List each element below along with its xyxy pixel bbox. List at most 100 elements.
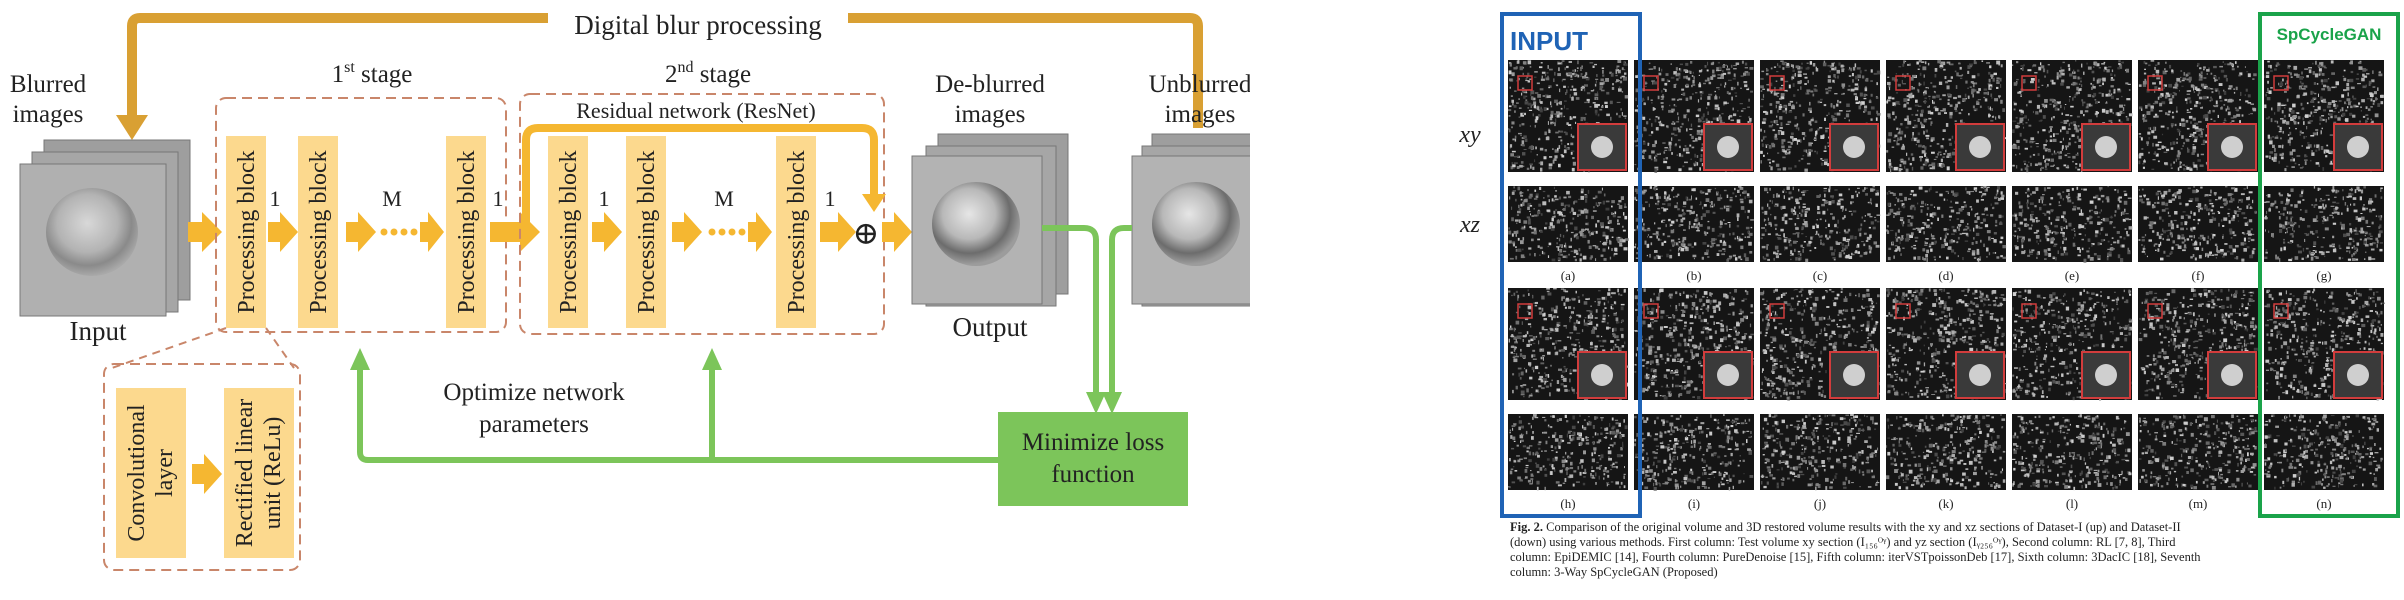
- tile-texture: [1788, 63, 1791, 68]
- tile-texture: [2037, 131, 2039, 134]
- tile-texture: [2110, 77, 2113, 81]
- tile-texture: [1710, 76, 1714, 80]
- tile-texture: [1599, 241, 1602, 243]
- tile-texture: [2029, 253, 2033, 255]
- tile-texture: [1988, 78, 1991, 83]
- tile-texture: [2047, 228, 2050, 230]
- tile-texture: [1912, 193, 1917, 197]
- tile-texture: [1729, 205, 1732, 208]
- tile-texture: [1925, 158, 1929, 163]
- tile-texture: [1663, 151, 1666, 154]
- tile-texture: [1949, 104, 1953, 107]
- tile-texture: [1951, 225, 1955, 229]
- tile-texture: [1595, 80, 1597, 84]
- tile-texture: [2193, 164, 2198, 168]
- tile-texture: [1691, 188, 1696, 192]
- tile-texture: [1804, 83, 1807, 85]
- tile-texture: [1617, 222, 1620, 225]
- tile-texture: [1776, 193, 1779, 197]
- tile-texture: [1523, 225, 1526, 228]
- tile-texture: [1776, 71, 1779, 73]
- tile-texture: [2285, 104, 2287, 106]
- tile-texture: [2204, 114, 2209, 118]
- tile-texture: [1581, 232, 1584, 237]
- tile-texture: [1724, 223, 1728, 225]
- tile-texture: [1520, 203, 1523, 207]
- tile-texture: [1930, 203, 1933, 207]
- tile-texture: [1922, 222, 1925, 224]
- tile-texture: [2062, 137, 2064, 141]
- tile-texture: [2170, 226, 2175, 230]
- tile-texture: [1599, 108, 1603, 111]
- tile-texture: [1660, 98, 1664, 100]
- tile-texture: [1603, 193, 1606, 197]
- tile-texture: [2307, 144, 2312, 148]
- tile-texture: [1802, 203, 1806, 205]
- tile-texture: [1895, 101, 1900, 105]
- tile-texture: [2330, 60, 2334, 64]
- tile-texture: [1562, 78, 1566, 81]
- tile-texture: [1647, 142, 1650, 146]
- tile-texture: [1828, 136, 1830, 139]
- tile-texture: [2074, 125, 2078, 129]
- tile-texture: [1824, 145, 1827, 150]
- tile-texture: [1790, 142, 1793, 145]
- tile-texture: [2067, 153, 2071, 154]
- tile-texture: [2015, 191, 2019, 195]
- tile-texture: [2334, 115, 2338, 119]
- tile-texture: [2208, 212, 2210, 216]
- tile-texture: [1997, 197, 2001, 201]
- tile-texture: [1991, 108, 1993, 111]
- tile-texture: [1999, 240, 2003, 244]
- tile-texture: [1537, 213, 1539, 217]
- tile-texture: [1585, 198, 1588, 203]
- tile-texture: [2080, 209, 2082, 214]
- tile-texture: [1944, 112, 1947, 114]
- tile-texture: [1569, 211, 1571, 214]
- tile-texture: [1802, 247, 1805, 249]
- tile-texture: [2078, 196, 2080, 199]
- tile-texture: [2318, 164, 2320, 167]
- tile-texture: [1617, 219, 1619, 223]
- tile-texture: [1697, 119, 1702, 123]
- tile-texture: [2144, 252, 2146, 255]
- tile-texture: [1915, 240, 1918, 242]
- tile-texture: [2164, 146, 2167, 149]
- tile-texture: [1892, 102, 1896, 106]
- tile-texture: [1800, 139, 1802, 143]
- tile-texture: [1677, 116, 1680, 121]
- tile-texture: [2211, 216, 2214, 221]
- tile-texture: [2017, 240, 2019, 242]
- tile-texture: [2358, 120, 2361, 123]
- tile-texture: [2227, 111, 2231, 116]
- tile-texture: [1602, 200, 1605, 205]
- tile-texture: [1533, 197, 1538, 200]
- tile-texture: [1804, 223, 1809, 228]
- tile-texture: [1770, 67, 1773, 70]
- tile-texture: [1569, 116, 1572, 120]
- tile-texture: [2044, 164, 2047, 168]
- tile-texture: [2036, 146, 2039, 148]
- tile-texture: [1603, 258, 1607, 261]
- tile-texture: [1520, 161, 1524, 164]
- tile-texture: [1541, 250, 1544, 255]
- tile-texture: [1783, 195, 1785, 199]
- tile-texture: [1945, 232, 1948, 236]
- tile-texture: [2208, 199, 2212, 202]
- tile-texture: [2368, 80, 2372, 85]
- tile-texture: [1770, 92, 1773, 94]
- tile-texture: [1678, 153, 1681, 157]
- tile-texture: [1832, 257, 1836, 259]
- tile-texture: [1779, 98, 1783, 100]
- tile-texture: [2177, 234, 2180, 238]
- tile-texture: [1809, 249, 1812, 252]
- tile-texture: [2080, 80, 2082, 83]
- tile-texture: [2168, 98, 2173, 101]
- tile-texture: [2097, 78, 2102, 82]
- tile-texture: [2028, 238, 2031, 242]
- tile-texture: [2107, 248, 2111, 250]
- tile-texture: [1514, 138, 1517, 142]
- tile-texture: [2041, 200, 2044, 204]
- tile-texture: [1685, 151, 1690, 154]
- tile-texture: [1677, 238, 1680, 240]
